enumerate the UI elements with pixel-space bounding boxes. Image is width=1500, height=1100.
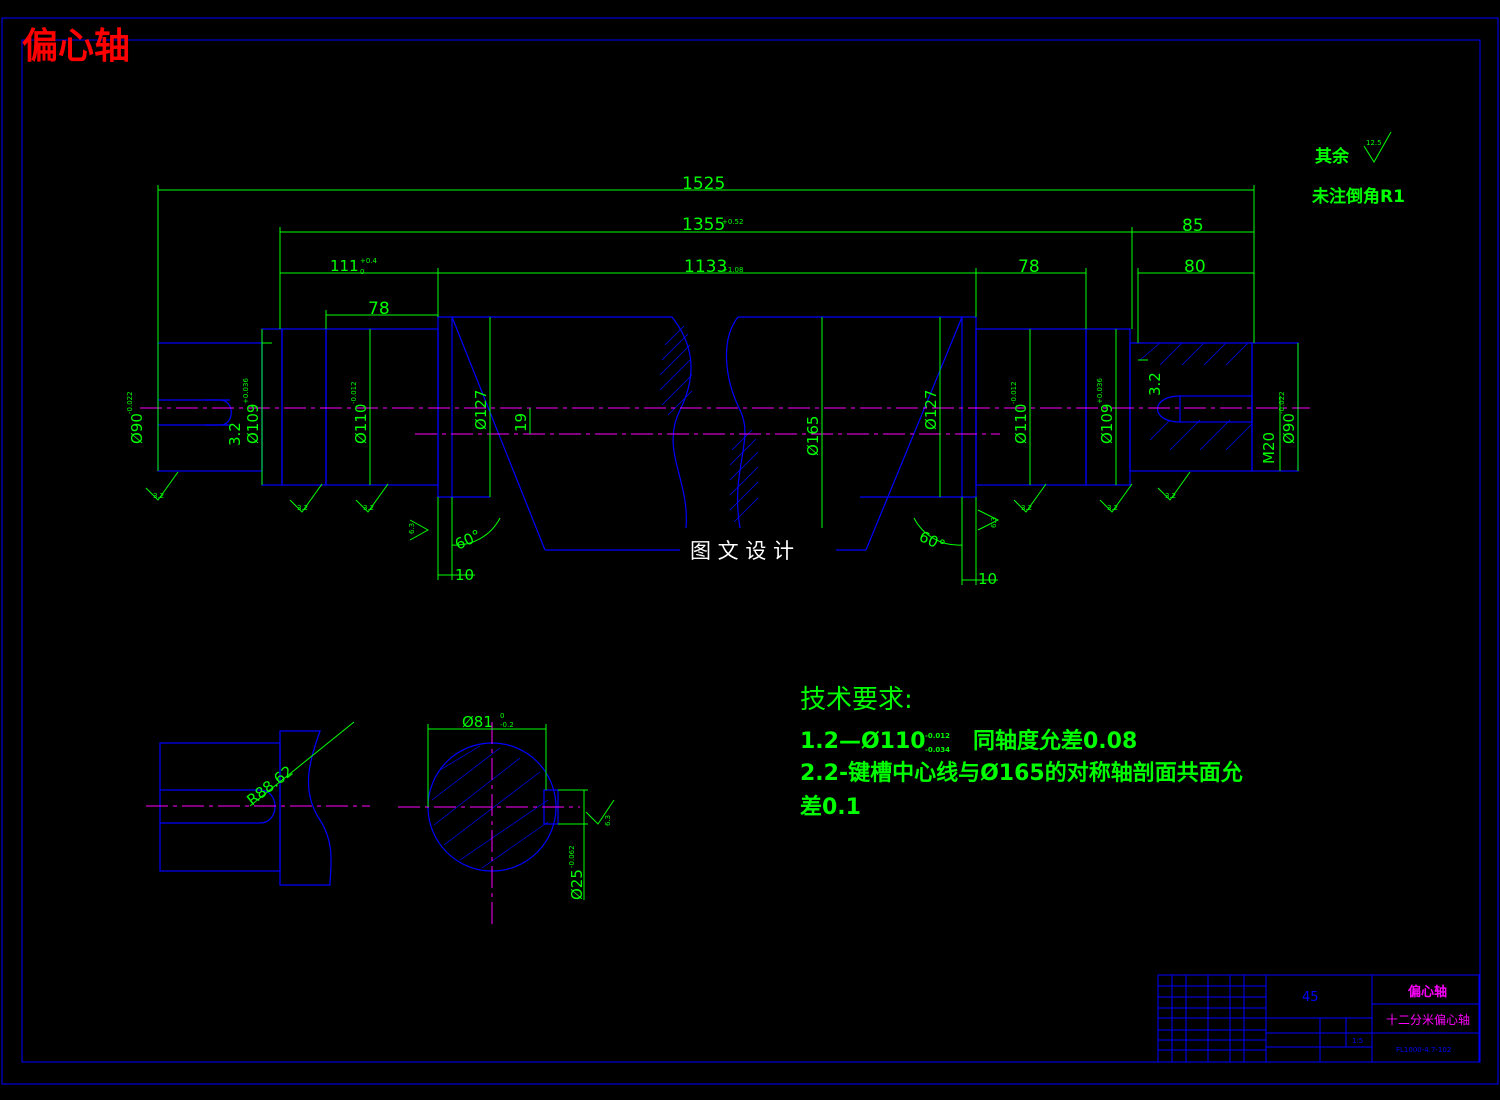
dim-angle-right: 60° <box>916 527 948 555</box>
dim-keyway-depth-right: 3.2 <box>1146 372 1164 396</box>
chamfer-note: 未注倒角R1 <box>1311 186 1405 207</box>
end-view <box>159 730 332 886</box>
dim-dia-127-left: Ø127 <box>472 390 490 430</box>
dim-dia-109-right: Ø109 <box>1098 404 1116 444</box>
cross-section-dims <box>427 724 615 900</box>
dim-111-lower: 0 <box>360 268 364 276</box>
dim-collar-left: 10 <box>455 566 474 584</box>
centerlines <box>140 407 1310 435</box>
dim-collar-right: 10 <box>978 570 997 588</box>
dim-78-left: 78 <box>368 299 390 319</box>
tech-line1-lower: -0.034 <box>925 746 950 754</box>
dim-80: 80 <box>1184 257 1206 277</box>
drawing-frame <box>1 17 1499 1085</box>
roughness-32-c: 3.2 <box>363 504 374 512</box>
dim-section-dia-upper: 0 <box>500 712 504 720</box>
end-view-dim <box>249 721 355 807</box>
dim-eccentricity: 19 <box>512 413 530 432</box>
roughness-63-b: 6.3 <box>990 517 998 528</box>
dim-78-right: 78 <box>1018 257 1040 277</box>
general-notes: 其余 12.5 未注倒角R1 <box>1311 131 1405 207</box>
title-block-drawing-no: FL1000-4.7-102 <box>1396 1046 1451 1054</box>
dimension-lines <box>145 185 1299 585</box>
dim-dia-165: Ø165 <box>804 416 822 456</box>
title-block-material: 45 <box>1302 990 1319 1005</box>
dim-dia-127-right: Ø127 <box>922 390 940 430</box>
dim-1355-tol: +0.52 <box>722 218 743 226</box>
dim-keyway-width: Ø25 <box>568 869 586 900</box>
dim-1355: 1355 <box>682 215 725 235</box>
technical-requirements: 技术要求: 1.2—Ø110 -0.012 -0.034 同轴度允差0.08 2… <box>800 685 1243 820</box>
dim-1133: 1133 <box>684 257 727 277</box>
dim-dia-90-right: Ø90 <box>1280 413 1298 444</box>
dim-dia-110-right-tol: -0.012 <box>1010 381 1018 404</box>
tech-line1-suffix: 同轴度允差0.08 <box>973 728 1137 754</box>
title-block-part-name: 偏心轴 <box>1408 984 1447 1000</box>
dim-section-dia: Ø81 <box>462 713 493 731</box>
dim-keyway-width-tol: -0.062 <box>568 845 576 868</box>
tech-line3: 差0.1 <box>800 794 861 820</box>
title-block-assembly: 十二分米偏心轴 <box>1386 1012 1470 1027</box>
watermark: 图 文 设 计 <box>690 539 794 563</box>
dim-dia-109-left-tol: +0.036 <box>242 378 250 404</box>
roughness-32-d: 3.2 <box>1021 504 1032 512</box>
dim-111: 111 <box>330 257 359 275</box>
tech-heading: 技术要求: <box>800 685 913 715</box>
tech-line2: 2.2-键槽中心线与Ø165的对称轴剖面共面允 <box>800 760 1243 786</box>
dim-1133-tol: +1.08 <box>722 266 743 274</box>
roughness-note-label: 其余 <box>1315 146 1350 167</box>
dim-85: 85 <box>1182 216 1204 236</box>
dim-1525: 1525 <box>682 174 725 194</box>
drawing-title: 偏心轴 <box>22 26 130 67</box>
roughness-symbol <box>1363 131 1392 163</box>
dim-radius: R88.62 <box>243 762 296 809</box>
tech-line1-prefix: 1.2—Ø110 <box>800 729 926 754</box>
title-block <box>1157 974 1480 1063</box>
dim-dia-90-left: Ø90 <box>128 413 146 444</box>
roughness-32-e: 3.2 <box>1107 504 1118 512</box>
roughness-32-f: 3.2 <box>1165 492 1176 500</box>
section-hatching <box>659 325 1253 523</box>
roughness-32-b: 3.2 <box>297 504 308 512</box>
dim-dia-109-left: Ø109 <box>244 404 262 444</box>
dim-angle-left: 60° <box>452 526 484 554</box>
roughness-32-a: 3.2 <box>153 492 164 500</box>
dim-dia-109-right-tol: +0.036 <box>1096 378 1104 404</box>
dim-dia-110-left-tol: -0.012 <box>350 381 358 404</box>
section-roughness: 6.3 <box>604 815 612 826</box>
dim-dia-90-right-tol: -0.022 <box>1278 391 1286 414</box>
dim-thread: M20 <box>1260 432 1278 464</box>
title-block-scale: 1:5 <box>1352 1037 1363 1045</box>
roughness-note-value: 12.5 <box>1366 139 1382 147</box>
dim-dia-90-left-tol: -0.022 <box>126 391 134 414</box>
shaft-outline <box>157 316 1299 551</box>
dim-111-upper: +0.4 <box>360 257 378 265</box>
dim-dia-110-right: Ø110 <box>1012 404 1030 444</box>
tech-line1-upper: -0.012 <box>925 732 950 740</box>
dim-dia-110-left: Ø110 <box>352 404 370 444</box>
dim-keyway-depth-left: 3.2 <box>226 422 244 446</box>
dimension-text: 1525 1355 +0.52 85 111 +0.4 0 1133 +1.08… <box>126 174 1298 588</box>
dim-section-dia-lower: -0.2 <box>500 721 514 729</box>
roughness-63-a: 6.3 <box>408 523 416 534</box>
